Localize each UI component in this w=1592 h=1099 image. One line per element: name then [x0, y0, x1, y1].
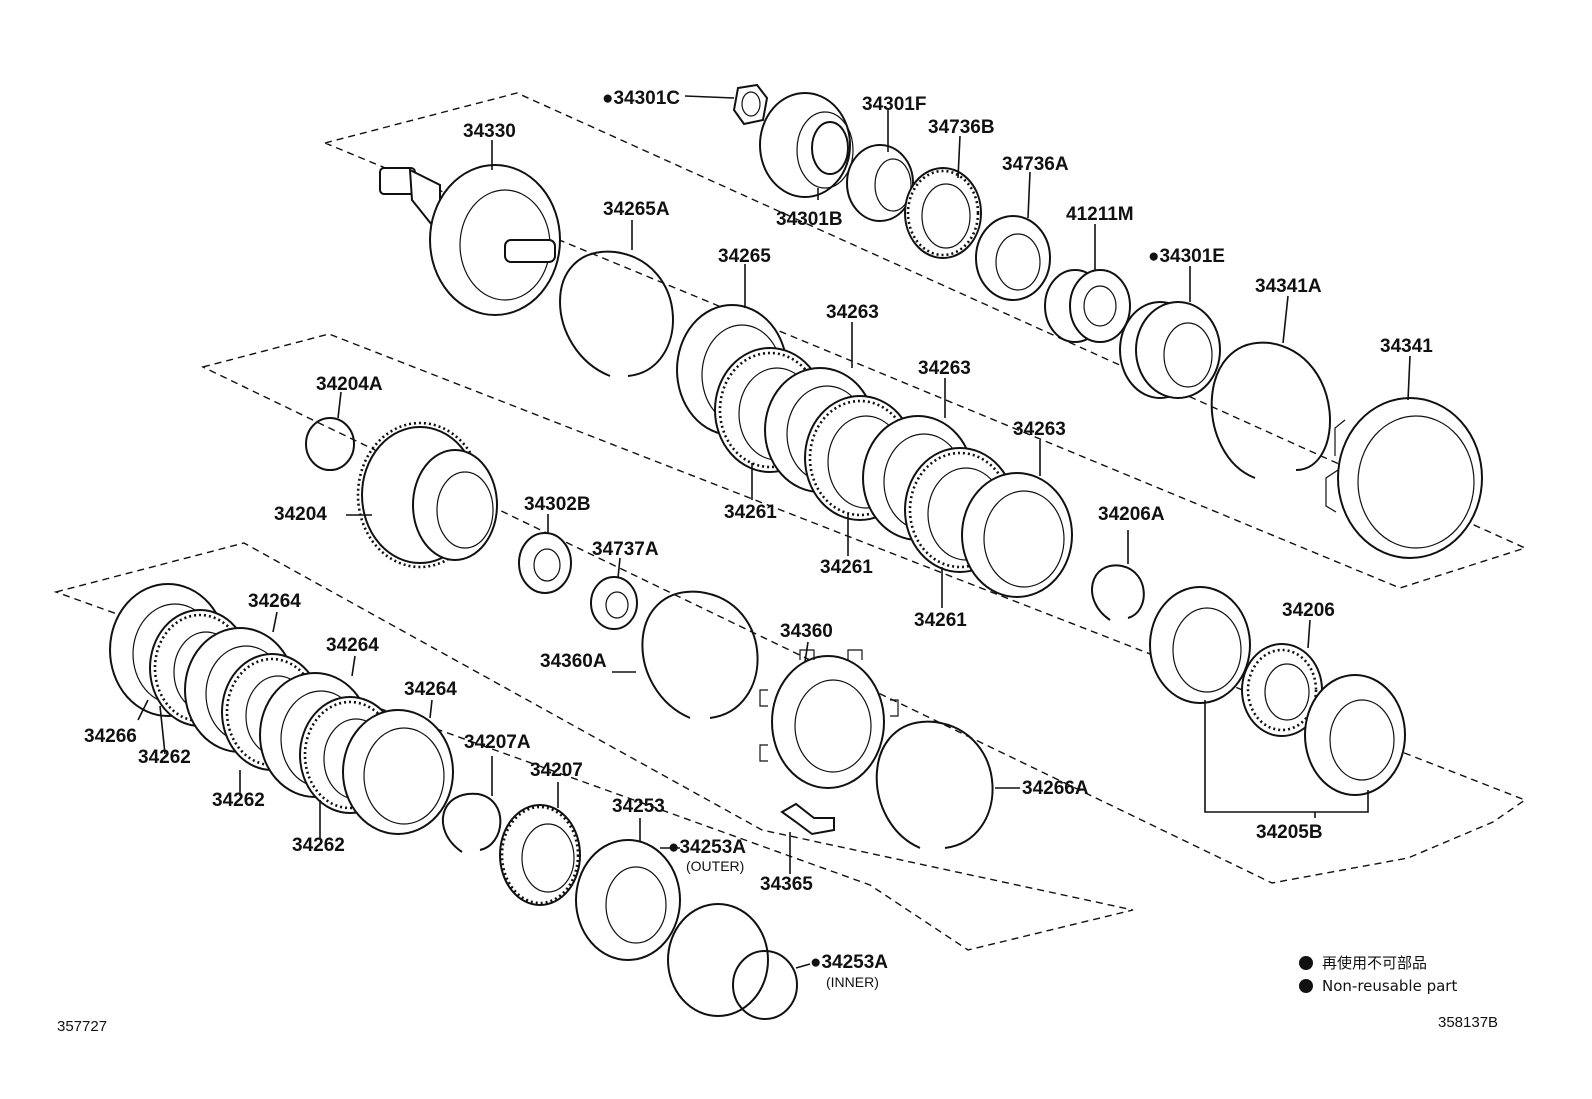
- label-34265: 34265: [718, 246, 771, 267]
- part-34253-piston: [575, 839, 681, 961]
- label-34341: 34341: [1380, 336, 1433, 357]
- part-34205B-inner-race: [1304, 674, 1406, 796]
- label-34302B: 34302B: [524, 494, 591, 515]
- note-inner: (INNER): [826, 974, 879, 990]
- label-34330: 34330: [463, 121, 516, 142]
- part-34365-clip: [780, 802, 835, 836]
- label-34204: 34204: [274, 504, 327, 525]
- label-34360A: 34360A: [540, 651, 607, 672]
- part-34206A-snap-ring: [1091, 564, 1145, 621]
- label-34261-a: 34261: [724, 502, 777, 523]
- leader-lines: [137, 95, 1411, 969]
- group-outline-bottom: [53, 542, 1134, 951]
- label-34263-c: 34263: [1013, 419, 1066, 440]
- label-34736B: 34736B: [928, 117, 995, 138]
- part-34253A-inner-o-ring: [732, 950, 798, 1020]
- label-34266: 34266: [84, 726, 137, 747]
- part-34264-plate-c: [342, 709, 454, 835]
- label-34264-c: 34264: [404, 679, 457, 700]
- ref-number-right: 358137B: [1438, 1014, 1498, 1031]
- part-34204A-o-ring: [305, 417, 355, 471]
- label-34341A: 34341A: [1255, 276, 1322, 297]
- label-34266A: 34266A: [1022, 778, 1089, 799]
- part-34341-drum: [1325, 397, 1483, 559]
- part-34263-plate-c: [961, 472, 1073, 598]
- label-34262-a: 34262: [138, 747, 191, 768]
- legend: 再使用不可部品 Non-reusable part: [1299, 954, 1457, 995]
- part-34736A-washer: [975, 215, 1051, 301]
- label-34261-c: 34261: [914, 610, 967, 631]
- part-34360A-snap-ring: [641, 590, 759, 719]
- label-41211M: 41211M: [1066, 204, 1134, 225]
- group-outline-middle: [200, 333, 1527, 884]
- part-34301F-sleeve: [846, 144, 914, 222]
- legend-text-jp: 再使用不可部品: [1322, 954, 1427, 972]
- label-34301C: ●34301C: [602, 88, 680, 109]
- label-34253A-inner: ●34253A: [810, 952, 888, 973]
- label-34263-a: 34263: [826, 302, 879, 323]
- label-34207A: 34207A: [464, 732, 531, 753]
- label-34204A: 34204A: [316, 374, 383, 395]
- ref-number-left: 357727: [57, 1018, 107, 1035]
- label-34206A: 34206A: [1098, 504, 1165, 525]
- part-41211M-bearing: [1044, 269, 1131, 343]
- label-34264-a: 34264: [248, 591, 301, 612]
- bracket-34205B: [1204, 700, 1369, 813]
- label-34262-b: 34262: [212, 790, 265, 811]
- label-34365: 34365: [760, 874, 813, 895]
- label-34206: 34206: [1282, 600, 1335, 621]
- legend-dot-jp: [1299, 956, 1313, 970]
- label-34736A: 34736A: [1002, 154, 1069, 175]
- label-34261-b: 34261: [820, 557, 873, 578]
- label-34253A-outer: ●34253A: [668, 837, 746, 858]
- label-34360: 34360: [780, 621, 833, 642]
- part-34301E-drum: [1119, 301, 1221, 399]
- label-34737A: 34737A: [592, 539, 659, 560]
- part-34265A-snap-ring: [559, 250, 674, 377]
- part-34204-gear: [356, 421, 498, 569]
- label-34301E: ●34301E: [1148, 246, 1225, 267]
- label-34301B: 34301B: [776, 209, 843, 230]
- legend-dot-en: [1299, 979, 1313, 993]
- part-34301C-nut: [732, 83, 769, 126]
- note-outer: (OUTER): [686, 858, 744, 874]
- label-34265A: 34265A: [603, 199, 670, 220]
- part-34341A-snap-ring: [1210, 341, 1331, 479]
- label-34205B: 34205B: [1256, 822, 1323, 843]
- part-34301B-drum: [759, 92, 854, 198]
- part-34207A-snap-ring: [442, 792, 502, 853]
- label-34263-b: 34263: [918, 358, 971, 379]
- label-34207: 34207: [530, 760, 583, 781]
- part-34737A-washer: [590, 576, 638, 630]
- group-outline-top: [322, 92, 1527, 589]
- part-34302B-washer: [518, 532, 572, 594]
- part-34736B-washer: [904, 167, 982, 259]
- part-34266A-snap-ring: [875, 720, 994, 849]
- part-34205B-outer-race: [1149, 586, 1251, 704]
- label-34264-b: 34264: [326, 635, 379, 656]
- label-34262-c: 34262: [292, 835, 345, 856]
- label-34253: 34253: [612, 796, 665, 817]
- part-34253A-outer-o-ring: [667, 903, 769, 1017]
- legend-text-en: Non-reusable part: [1322, 977, 1457, 995]
- label-34301F: 34301F: [862, 94, 926, 115]
- part-34330-carrier: [379, 164, 561, 316]
- part-34207-spring-retainer: [499, 804, 581, 906]
- part-34360-plate: [759, 649, 899, 789]
